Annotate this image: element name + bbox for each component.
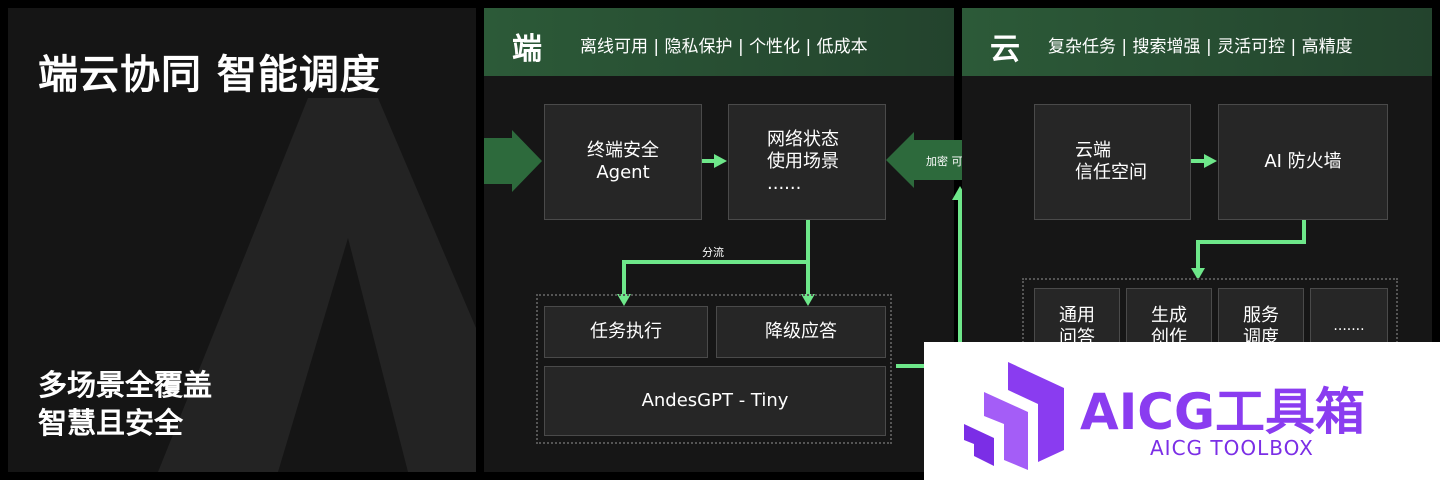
cloud-tags: 复杂任务 | 搜索增强 | 灵活可控 | 高精度 [1048,37,1353,57]
network-line-3: ...... [767,173,802,194]
cap3-line-1: 服务 [1243,305,1279,326]
device-header: 端 离线可用 | 隐私保护 | 个性化 | 低成本 [484,8,954,76]
andesgpt-tiny-box: AndesGPT - Tiny [544,366,886,436]
device-arrows [484,130,815,306]
device-label: 端 [512,32,542,67]
input-arrow-icon [484,130,542,192]
network-status-box: 网络状态 使用场景 ...... [728,104,886,220]
slogan: 多场景全覆盖 智慧且安全 [38,366,212,442]
split-label: 分流 [702,246,724,259]
terminal-agent-box: 终端安全 Agent [544,104,702,220]
trust-line-1: 云端 [1075,140,1111,161]
device-tags: 离线可用 | 隐私保护 | 个性化 | 低成本 [580,37,868,57]
cloud-arrows [1191,154,1306,280]
trust-line-2: 信任空间 [1075,162,1147,183]
watermark-banner: AICG工具箱 AICG TOOLBOX [924,342,1440,480]
cloud-header: 云 复杂任务 | 搜索增强 | 灵活可控 | 高精度 [962,8,1432,76]
watermark-sub: AICG TOOLBOX [1150,436,1314,460]
agent-line-2: Agent [596,162,650,183]
page-title: 端云协同 智能调度 [38,52,381,98]
task-execution-box: 任务执行 [544,306,708,358]
slogan-line-1: 多场景全覆盖 [38,368,213,402]
fallback-answer-box: 降级应答 [716,306,886,358]
network-line-1: 网络状态 [767,129,839,150]
network-line-2: 使用场景 [767,151,839,172]
cap1-line-1: 通用 [1059,305,1095,326]
device-model-group [536,294,892,444]
logo-a-shape [158,98,476,472]
agent-line-1: 终端安全 [587,140,659,161]
watermark-name: AICG工具箱 [1080,383,1366,441]
ai-firewall-box: AI 防火墙 [1218,104,1388,220]
intro-panel: 端云协同 智能调度 多场景全覆盖 智慧且安全 [8,8,476,472]
device-panel: 端 离线可用 | 隐私保护 | 个性化 | 低成本 终端安全 Agent 网络状… [484,8,954,472]
cloud-label: 云 [990,32,1020,67]
cap4-label: ....... [1333,318,1365,334]
aicg-logo-icon [964,362,1064,470]
cap2-line-1: 生成 [1151,305,1187,326]
slogan-line-2: 智慧且安全 [38,406,184,440]
cloud-trust-space-box: 云端 信任空间 [1034,104,1191,220]
